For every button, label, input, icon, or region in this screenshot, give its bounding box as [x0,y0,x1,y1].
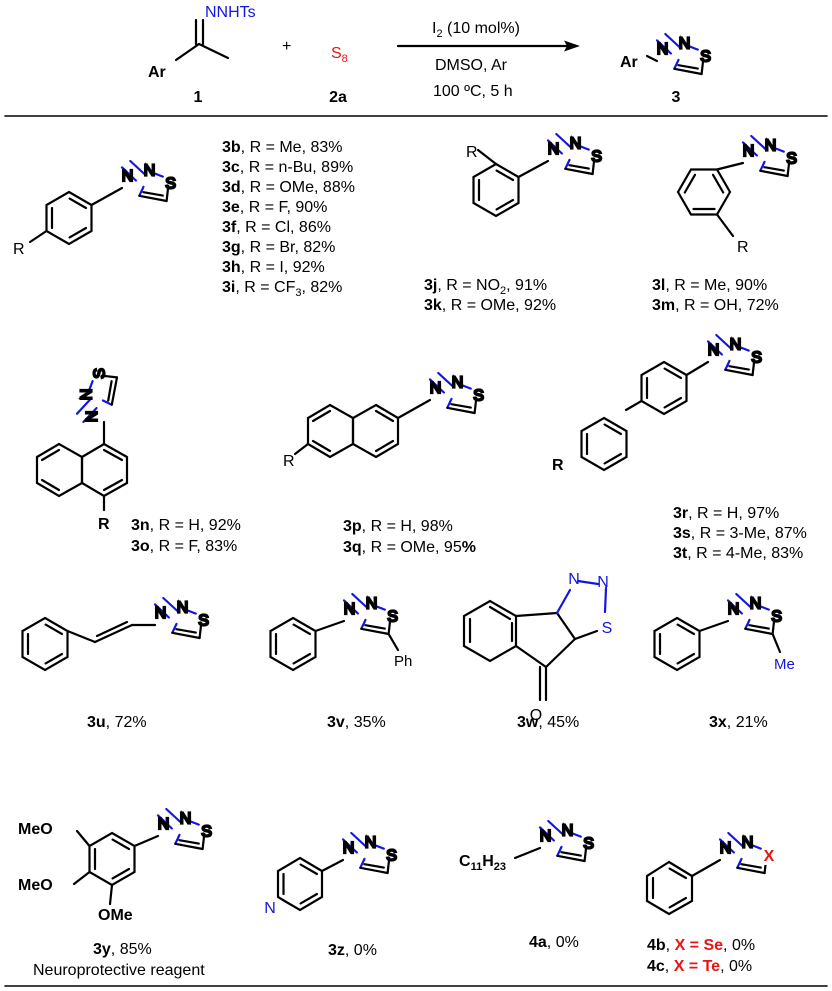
entry-3x: 3x, 21% [709,714,768,731]
meo-top: MeO [18,821,53,838]
entries-naph1: 3n, R = H, 92% 3o, R = F, 83% [131,517,241,555]
temperature-condition: 100 ºC, 5 h [433,83,513,100]
product-ar: Ar [620,54,638,71]
r-meta: R [466,144,478,161]
entry-3y-note: Neuroprotective reagent [33,962,205,979]
svg-text:3i, R = CF3, 82%: 3i, R = CF3, 82% [222,279,342,299]
svg-text:3f, R = Cl, 86%: 3f, R = Cl, 86% [222,219,331,236]
undecyl-label: C11H23 [459,853,506,873]
svg-text:3n, R = H, 92%: 3n, R = H, 92% [131,517,241,534]
entries-ortho: 3l, R = Me, 90% 3m, R = OH, 72% [652,277,779,314]
entry-4b: 4b, X = Se, 0% [647,937,755,954]
r-naph2: R [283,453,295,470]
pyridine-n: N [264,900,276,917]
reactant1-label: 1 [194,89,203,106]
catalyst-condition: I2 (10 mol%) [432,20,520,40]
entries-naph2: 3p, R = H, 98% 3q, R = OMe, 95% [343,518,476,556]
reactant2-formula: S8 [331,45,348,65]
ph-label: Ph [394,653,412,670]
r-para: R [13,241,25,258]
svg-text:3g, R = Br, 82%: 3g, R = Br, 82% [222,239,335,256]
carbonyl-o: O [530,707,542,724]
solvent-condition: DMSO, Ar [435,57,508,74]
entry-3w: 3w, 45% [517,714,579,731]
entry-3u: 3u, 72% [87,714,147,731]
plus-sign: + [282,38,291,55]
svg-text:3c, R = n-Bu, 89%: 3c, R = n-Bu, 89% [222,159,353,176]
ring-x: X [764,848,775,865]
entry-4c: 4c, X = Te, 0% [647,958,752,975]
svg-text:3d, R = OMe, 88%: 3d, R = OMe, 88% [222,179,355,196]
svg-text:3q, R = OMe, 95%: 3q, R = OMe, 95% [343,539,476,556]
entries-biph: 3r, R = H, 97% 3s, R = 3-Me, 87% 3t, R =… [673,505,807,562]
entry-3y: 3y, 85% [93,941,152,958]
entries-para: 3b, R = Me, 83% 3c, R = n-Bu, 89% 3d, R … [222,139,355,299]
svg-text:3j, R = NO2, 91%: 3j, R = NO2, 91% [424,277,547,297]
reactant1-group: NNHTs [205,4,256,21]
entries-meta: 3j, R = NO2, 91% 3k, R = OMe, 92% [424,277,556,314]
svg-text:3m, R = OH, 72%: 3m, R = OH, 72% [652,297,779,314]
methyl-label: Me [774,656,795,673]
ome-bottom: OMe [98,907,133,924]
r-naph1: R [98,516,110,533]
svg-text:3r, R = H, 97%: 3r, R = H, 97% [673,505,779,522]
svg-text:3h, R = I, 92%: 3h, R = I, 92% [222,259,325,276]
fused-n2: N [597,574,609,591]
svg-text:3p, R = H, 98%: 3p, R = H, 98% [343,518,453,535]
meo-mid: MeO [18,877,53,894]
entry-3v: 3v, 35% [327,714,386,731]
r-biph: R [552,457,564,474]
fused-n3: N [568,571,580,588]
svg-text:3l, R = Me, 90%: 3l, R = Me, 90% [652,277,767,294]
svg-text:3k, R = OMe, 92%: 3k, R = OMe, 92% [424,297,556,314]
product-label: 3 [672,89,681,106]
svg-text:3o, R = F, 83%: 3o, R = F, 83% [131,538,237,555]
svg-text:3t, R = 4-Me, 83%: 3t, R = 4-Me, 83% [673,545,803,562]
r-ortho: R [737,239,749,256]
svg-text:3s, R = 3-Me, 87%: 3s, R = 3-Me, 87% [673,525,807,542]
svg-text:3b, R = Me, 83%: 3b, R = Me, 83% [222,139,343,156]
reactant2-label: 2a [329,89,347,106]
svg-text:3e, R = F, 90%: 3e, R = F, 90% [222,199,327,216]
reactant1-ar: Ar [148,64,166,81]
entry-4a: 4a, 0% [529,934,579,951]
entry-3z: 3z, 0% [328,942,377,959]
fused-s1: S [602,620,613,637]
